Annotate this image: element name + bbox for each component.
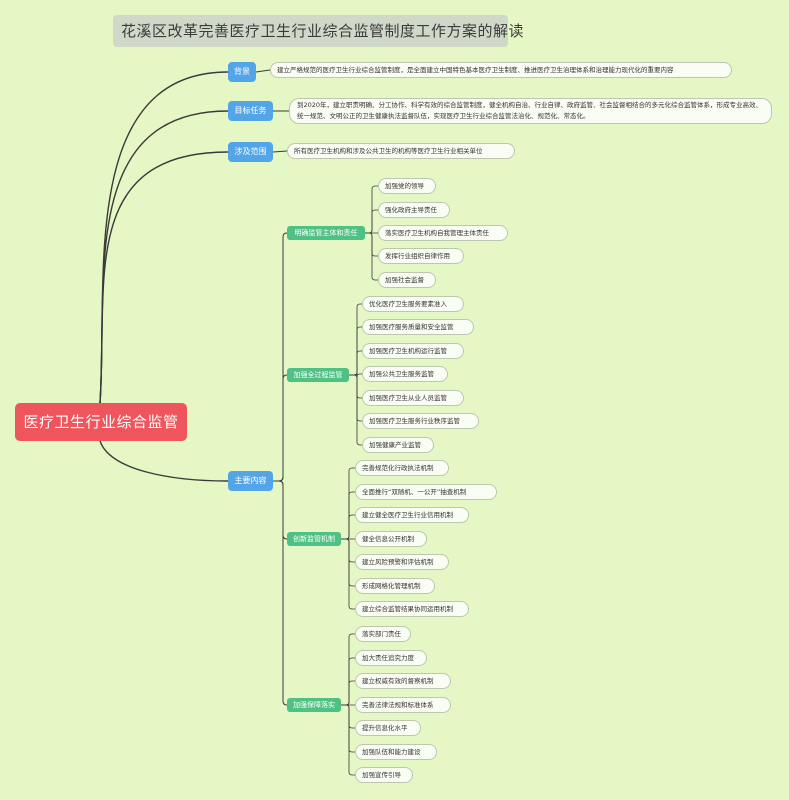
item-link [340,538,356,587]
list-item: 建立风险预警和评估机制 [355,554,449,570]
list-item: 落实医疗卫生机构自我管理主体责任 [378,225,508,241]
item-link [340,491,356,540]
list-item: 强化政府主导责任 [378,202,450,218]
list-item: 提升信息化水平 [355,720,421,736]
list-item: 优化医疗卫生服务要素准入 [362,296,464,312]
item-link [340,704,356,729]
item-link [340,514,356,540]
root-branch-link [99,110,229,404]
branch-goals[interactable]: 目标任务 [228,101,273,121]
root-branch-link [99,71,229,404]
scope-text: 所有医疗卫生机构和涉及公共卫生的机构等医疗卫生行业相关单位 [287,143,515,159]
list-item: 加强队伍和能力建设 [355,744,437,760]
item-link [364,185,379,234]
item-link [340,704,356,776]
item-link [340,538,356,610]
item-link [340,680,356,706]
background-text: 建立严格规范的医疗卫生行业综合监管制度，是全面建立中国特色基本医疗卫生制度、推进… [270,62,732,78]
branch-scope[interactable]: 涉及范围 [228,142,273,162]
item-link [340,633,356,706]
list-item: 加强医疗卫生服务行业秩序监管 [362,413,479,429]
item-link [340,704,356,753]
item-link [348,374,363,399]
list-item: 建立健全医疗卫生行业信用机制 [355,507,469,523]
item-link [364,232,379,281]
list-item: 加强医疗服务质量和安全监管 [362,319,474,335]
root-branch-link [99,440,229,482]
list-item: 加强党的领导 [378,178,436,194]
item-link [364,232,379,257]
item-link [348,371,363,378]
group-mechanism[interactable]: 创新监管机制 [287,532,341,546]
group-link [272,480,288,540]
list-item: 形成网格化管理机制 [355,578,435,594]
item-link [340,657,356,706]
item-link [340,467,356,540]
list-item: 建立综合监管结果协同运用机制 [355,601,469,617]
list-item: 加强社会监督 [378,272,436,288]
list-item: 全面推行“双随机、一公开”抽查机制 [355,484,497,500]
list-item: 完善规范化行政执法机制 [355,460,449,476]
list-item: 健全信息公开机制 [355,531,427,547]
group-link [272,232,288,482]
item-link [348,374,363,446]
group-full-process[interactable]: 加强全过程监管 [287,368,349,382]
group-responsibility[interactable]: 明确监管主体和责任 [287,226,365,240]
list-item: 落实部门责任 [355,626,411,642]
list-item: 加强医疗卫生从业人员监管 [362,390,464,406]
item-link [364,209,379,234]
group-safeguard[interactable]: 加强保障落实 [287,698,341,712]
page-title: 花溪区改革完善医疗卫生行业综合监管制度工作方案的解读 [113,15,524,47]
branch-text-link [272,150,288,153]
list-item: 加强公共卫生服务监管 [362,366,448,382]
list-item: 加大责任追究力度 [355,650,427,666]
branch-text-link [255,69,271,73]
list-item: 完善法律法规和标准体系 [355,697,451,713]
item-link [340,538,356,563]
group-link [272,480,288,706]
item-link [348,303,363,376]
list-item: 加强健康产业监管 [362,437,434,453]
branch-main-content[interactable]: 主要内容 [228,471,273,491]
list-item: 加强宣传引导 [355,767,413,783]
root-branch-link [99,151,229,404]
root-node[interactable]: 医疗卫生行业综合监管 [15,403,187,441]
item-link [348,350,363,376]
group-link [272,374,288,482]
list-item: 建立权威有效的督察机制 [355,673,451,689]
goals-text: 到2020年，建立职责明确、分工协作、科学有效的综合监管制度，健全机构自治、行业… [289,98,772,124]
branch-background[interactable]: 背景 [228,62,256,82]
list-item: 加强医疗卫生机构运行监管 [362,343,464,359]
list-item: 发挥行业组织自律作用 [378,248,464,264]
